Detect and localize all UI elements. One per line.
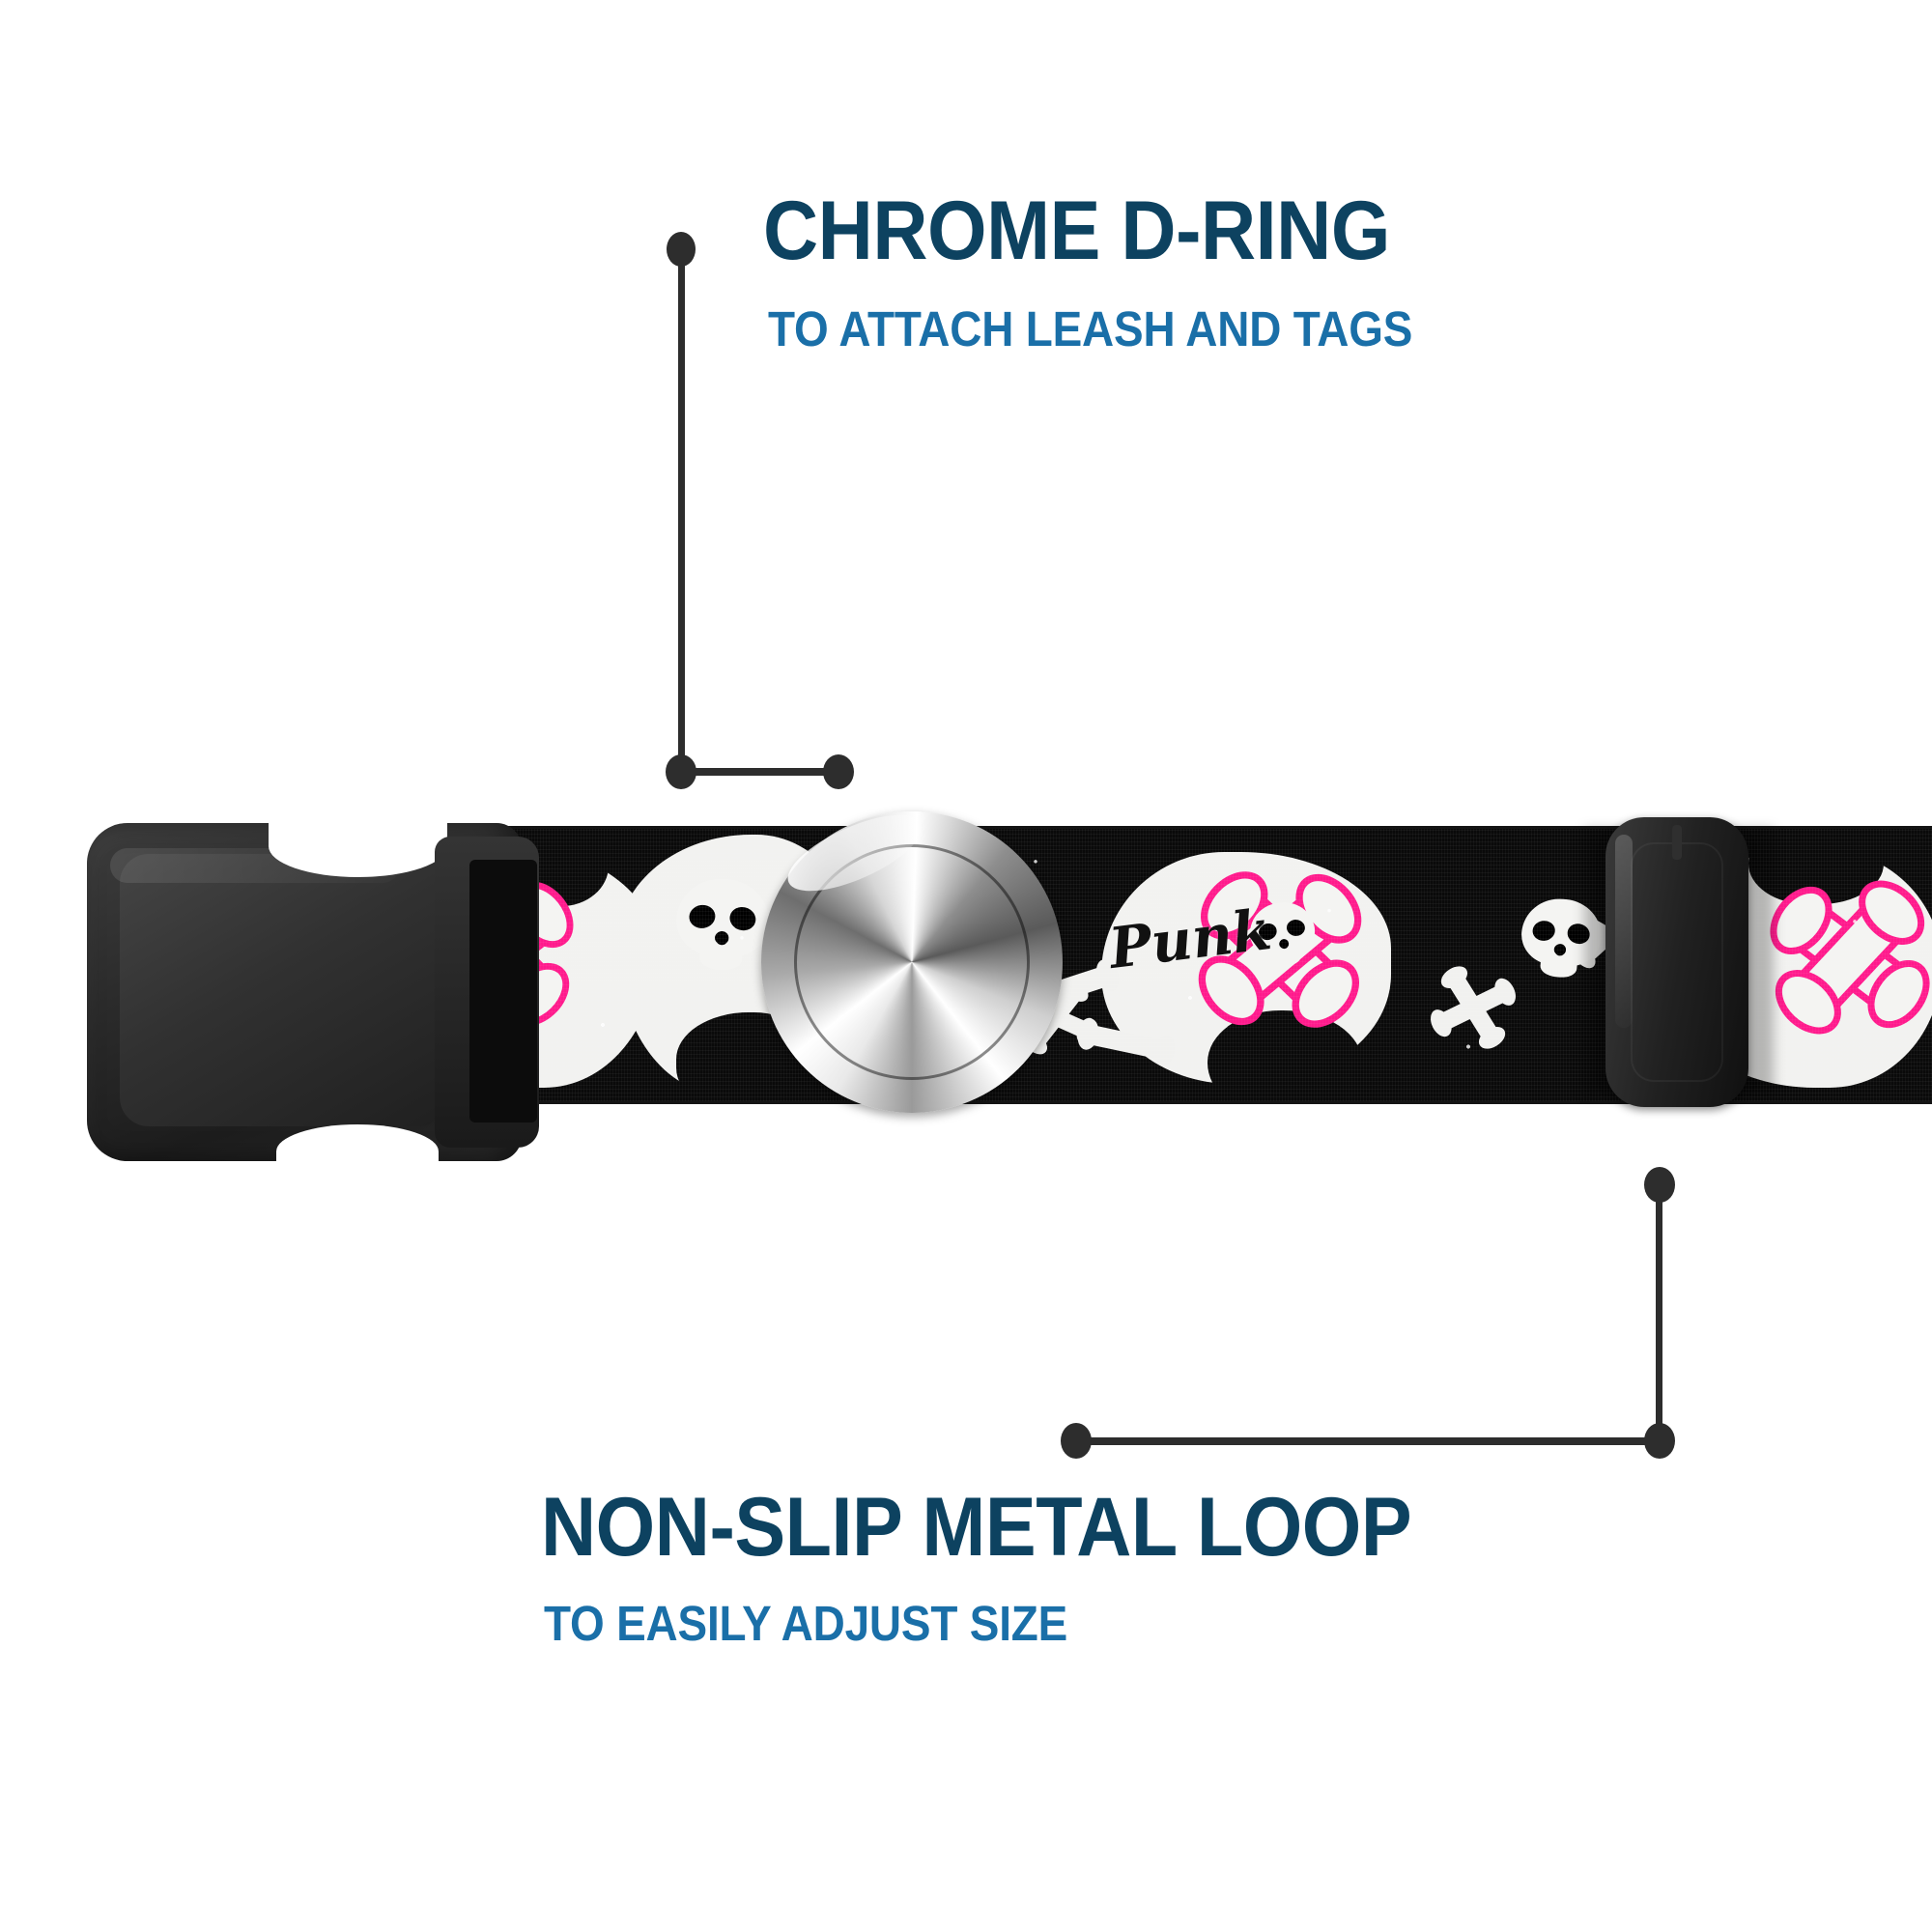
tri-glide-slider-loop — [1605, 817, 1748, 1107]
d-ring-inner-mask — [794, 844, 1030, 1080]
buckle-specular-highlight — [110, 848, 400, 883]
leader-dot-end-metal-loop — [1061, 1423, 1092, 1459]
print-skull — [674, 876, 772, 975]
leader-dot-end-chrome-d-ring — [823, 754, 854, 789]
buckle-notch-bottom — [276, 1124, 439, 1179]
leader-line-horizontal-chrome-d-ring — [681, 768, 840, 776]
buckle-socket-slot — [469, 860, 537, 1122]
slider-center-bar — [1672, 825, 1682, 860]
print-crossbones-white — [1417, 952, 1528, 1063]
callout-subtitle-chrome-d-ring: TO ATTACH LEASH AND TAGS — [768, 301, 1413, 356]
d-ring-aperture — [794, 844, 1030, 1080]
callout-title-chrome-d-ring: CHROME D-RING — [763, 185, 1390, 277]
slider-specular-highlight — [1615, 835, 1633, 1028]
callout-subtitle-non-slip-metal-loop: TO EASILY ADJUST SIZE — [544, 1596, 1068, 1651]
leader-line-vertical-chrome-d-ring — [678, 249, 685, 776]
d-ring — [761, 799, 1063, 1113]
dog-collar-product: Punk — [0, 799, 1932, 1208]
slider-window — [1631, 842, 1723, 1082]
leader-line-vertical-metal-loop — [1656, 1186, 1662, 1442]
leader-line-horizontal-metal-loop — [1077, 1437, 1657, 1445]
callout-title-non-slip-metal-loop: NON-SLIP METAL LOOP — [541, 1481, 1412, 1574]
buckle-release-arm — [120, 854, 439, 1126]
side-release-buckle — [87, 802, 541, 1179]
print-crossbones-pink — [1770, 877, 1930, 1037]
